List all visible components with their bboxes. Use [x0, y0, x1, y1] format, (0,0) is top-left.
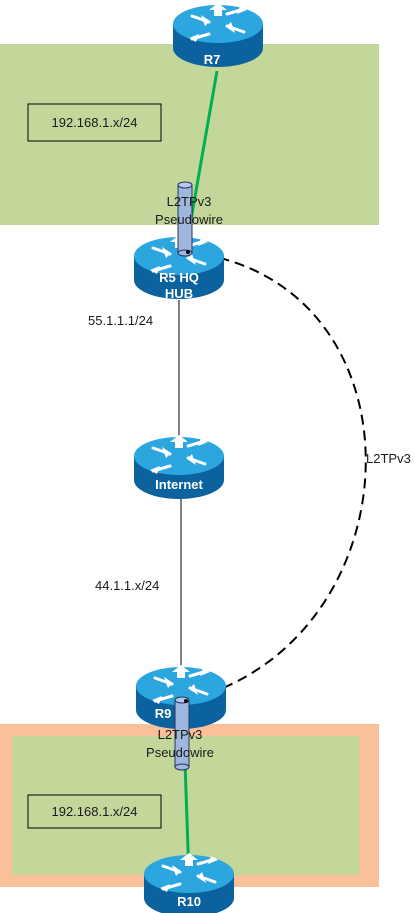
branch-subnet-label: 192.168.1.x/24 [51, 804, 137, 819]
l2tpv3-tunnel-arc [187, 251, 367, 701]
router-internet: Internet [132, 433, 226, 501]
router-r5-label-line1: R5 HQ [159, 270, 199, 285]
hq-subnet-box: 192.168.1.x/24 [27, 103, 162, 142]
l2tpv3-tunnel-label: L2TPv3 [366, 451, 411, 466]
router-r5-hq-hub: R5 HQ HUB [132, 233, 226, 301]
router-r10: R10 [142, 851, 236, 913]
router-r7-label: R7 [204, 52, 221, 67]
hq-wan-label: 55.1.1.1/24 [88, 313, 153, 328]
router-r10-label: R10 [177, 894, 201, 909]
branch-subnet-box: 192.168.1.x/24 [27, 794, 162, 829]
branch-wan-label: 44.1.1.x/24 [95, 578, 159, 593]
router-r5-label-line2: HUB [165, 286, 193, 301]
pseudowire-top-label-line2: Pseudowire [155, 212, 223, 227]
pseudowire-bottom-label-line1: L2TPv3 [158, 727, 203, 742]
router-r7: R7 [171, 1, 265, 69]
pseudowire-cylinder-top [177, 181, 193, 257]
router-internet-label: Internet [155, 477, 203, 492]
router-r9: R9 [134, 663, 228, 731]
pseudowire-bottom-label-line2: Pseudowire [146, 745, 214, 760]
pseudowire-cylinder-bottom [174, 696, 190, 771]
router-r9-label: R9 [155, 706, 172, 721]
hq-subnet-label: 192.168.1.x/24 [51, 115, 137, 130]
pseudowire-top-label-line1: L2TPv3 [167, 194, 212, 209]
